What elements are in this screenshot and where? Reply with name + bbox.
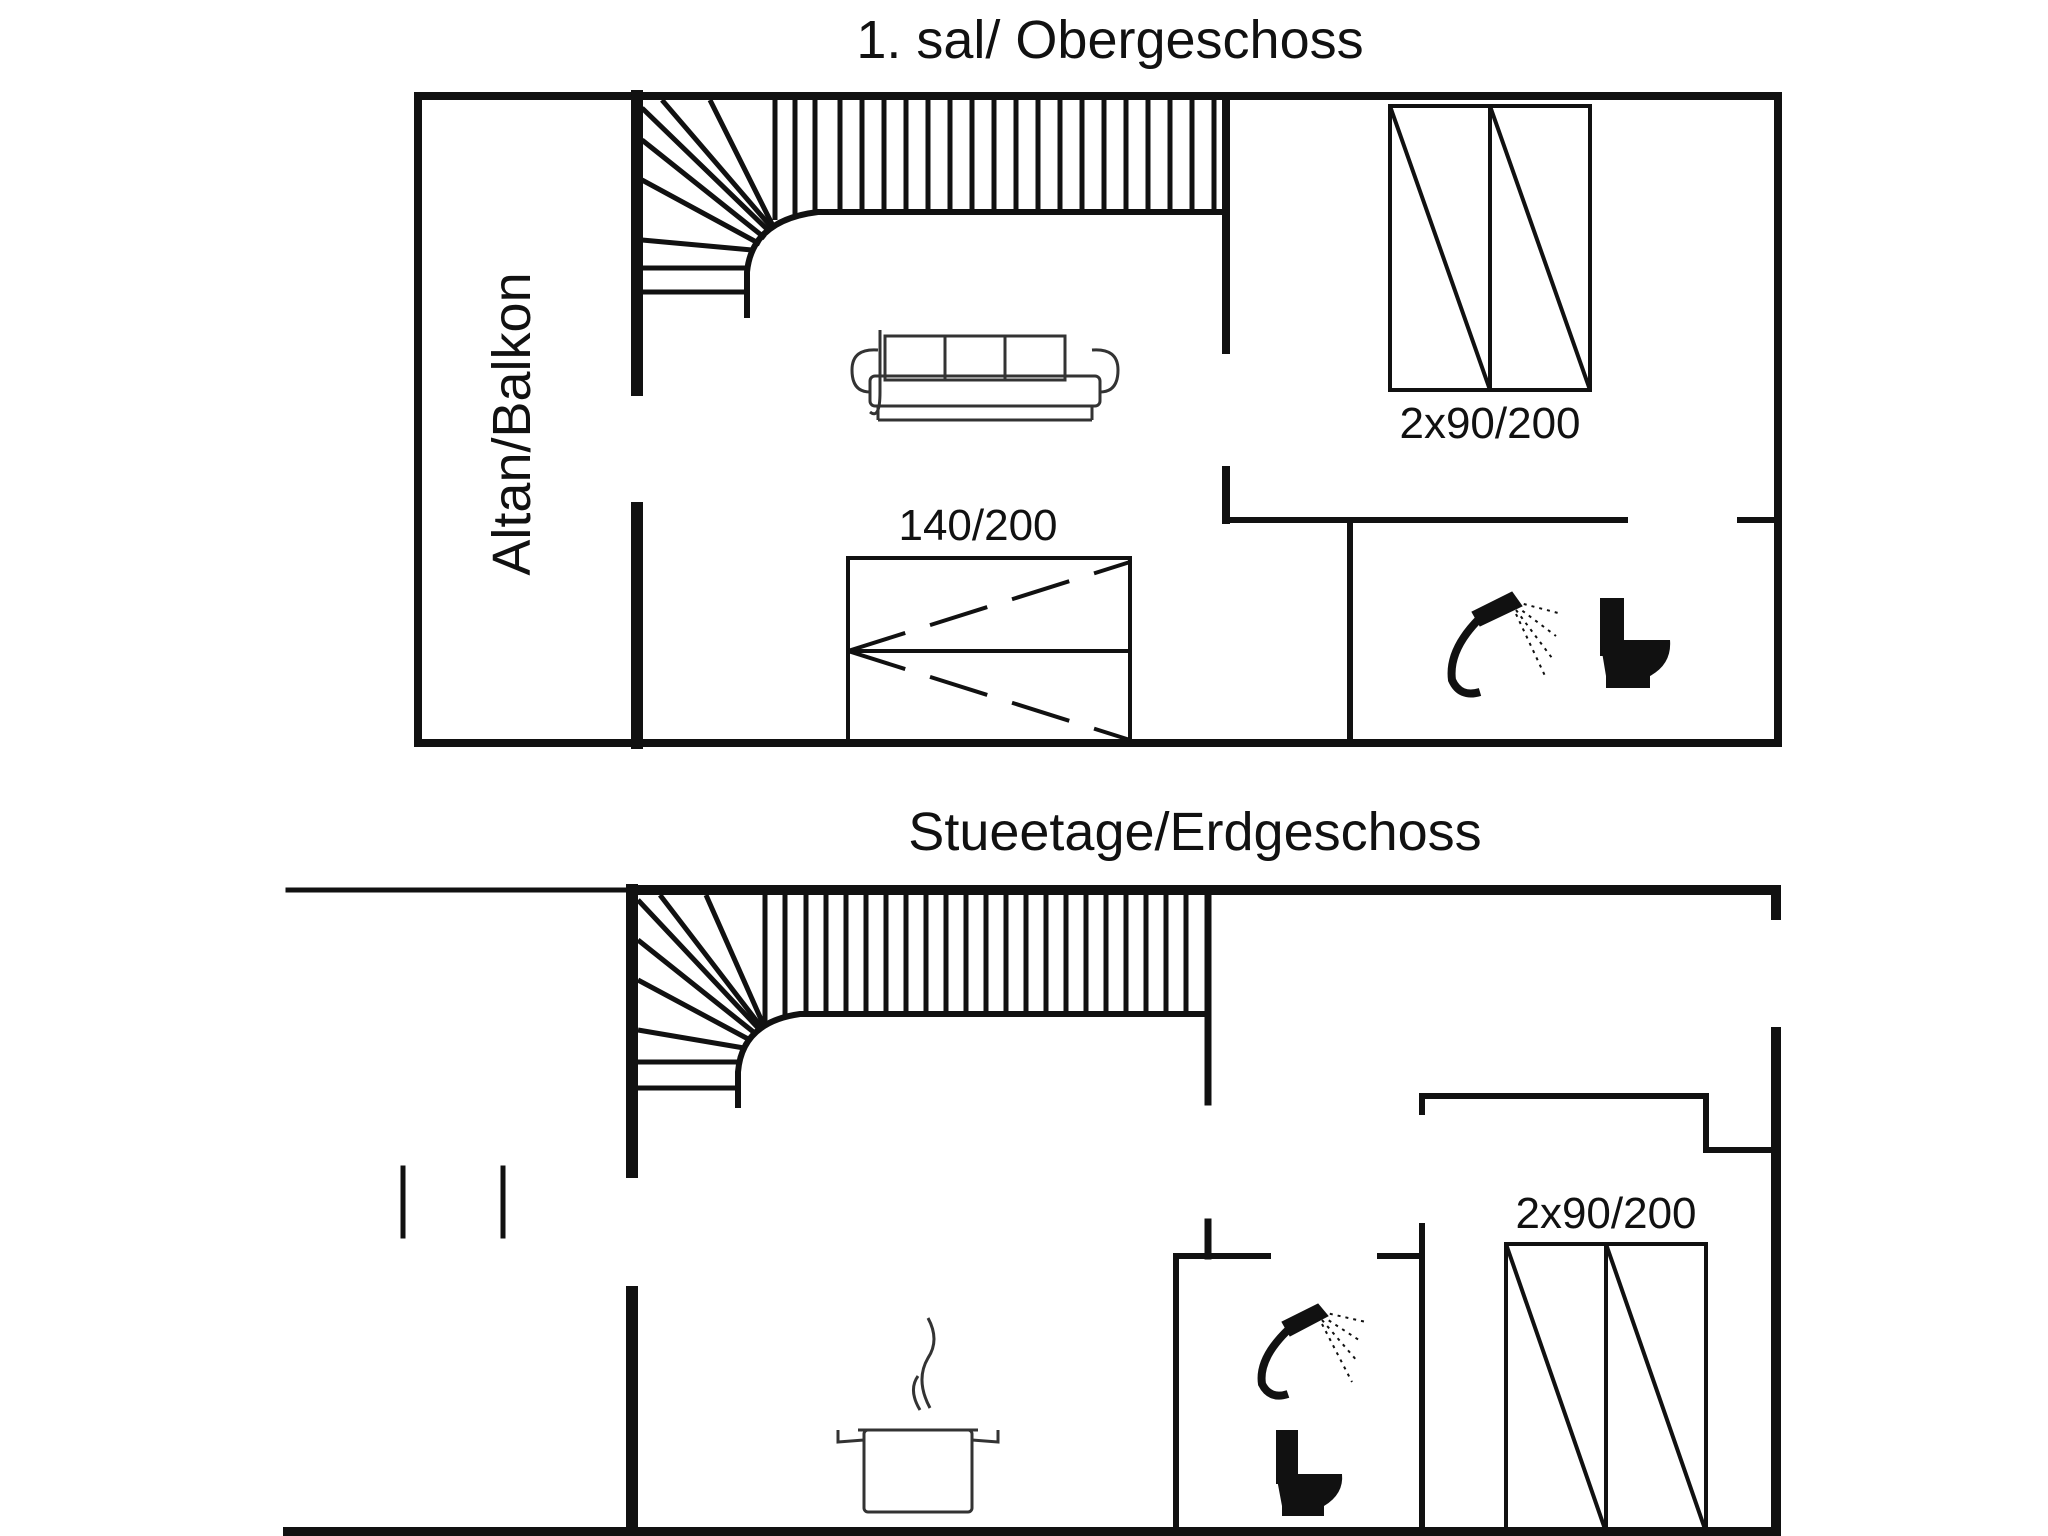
ground-twin-beds-label: 2x90/200 (1515, 1189, 1696, 1238)
upper-staircase (640, 98, 1226, 318)
double-bed (846, 556, 1132, 745)
upper-floor-title: 1. sal/ Obergeschoss (856, 10, 1363, 70)
ground-floor-title: Stueetage/Erdgeschoss (908, 802, 1481, 862)
toilet-icon (1276, 1430, 1343, 1516)
balcony-label: Altan/Balkon (482, 272, 542, 575)
sofa-icon (850, 330, 1120, 422)
ground-twin-beds (1504, 1242, 1708, 1534)
upper-floor: 1. sal/ Obergeschoss (414, 10, 1782, 749)
shower-icon (1257, 1303, 1367, 1400)
shower-icon (1447, 591, 1563, 698)
upper-twin-beds-label: 2x90/200 (1399, 399, 1580, 448)
cooking-pot-icon (836, 1317, 1000, 1514)
upper-double-bed-label: 140/200 (898, 501, 1057, 550)
upper-twin-beds (1388, 104, 1592, 392)
toilet-icon (1600, 598, 1671, 688)
ground-floor: Stueetage/Erdgeschoss (283, 802, 1781, 1536)
ground-staircase (636, 893, 1208, 1108)
